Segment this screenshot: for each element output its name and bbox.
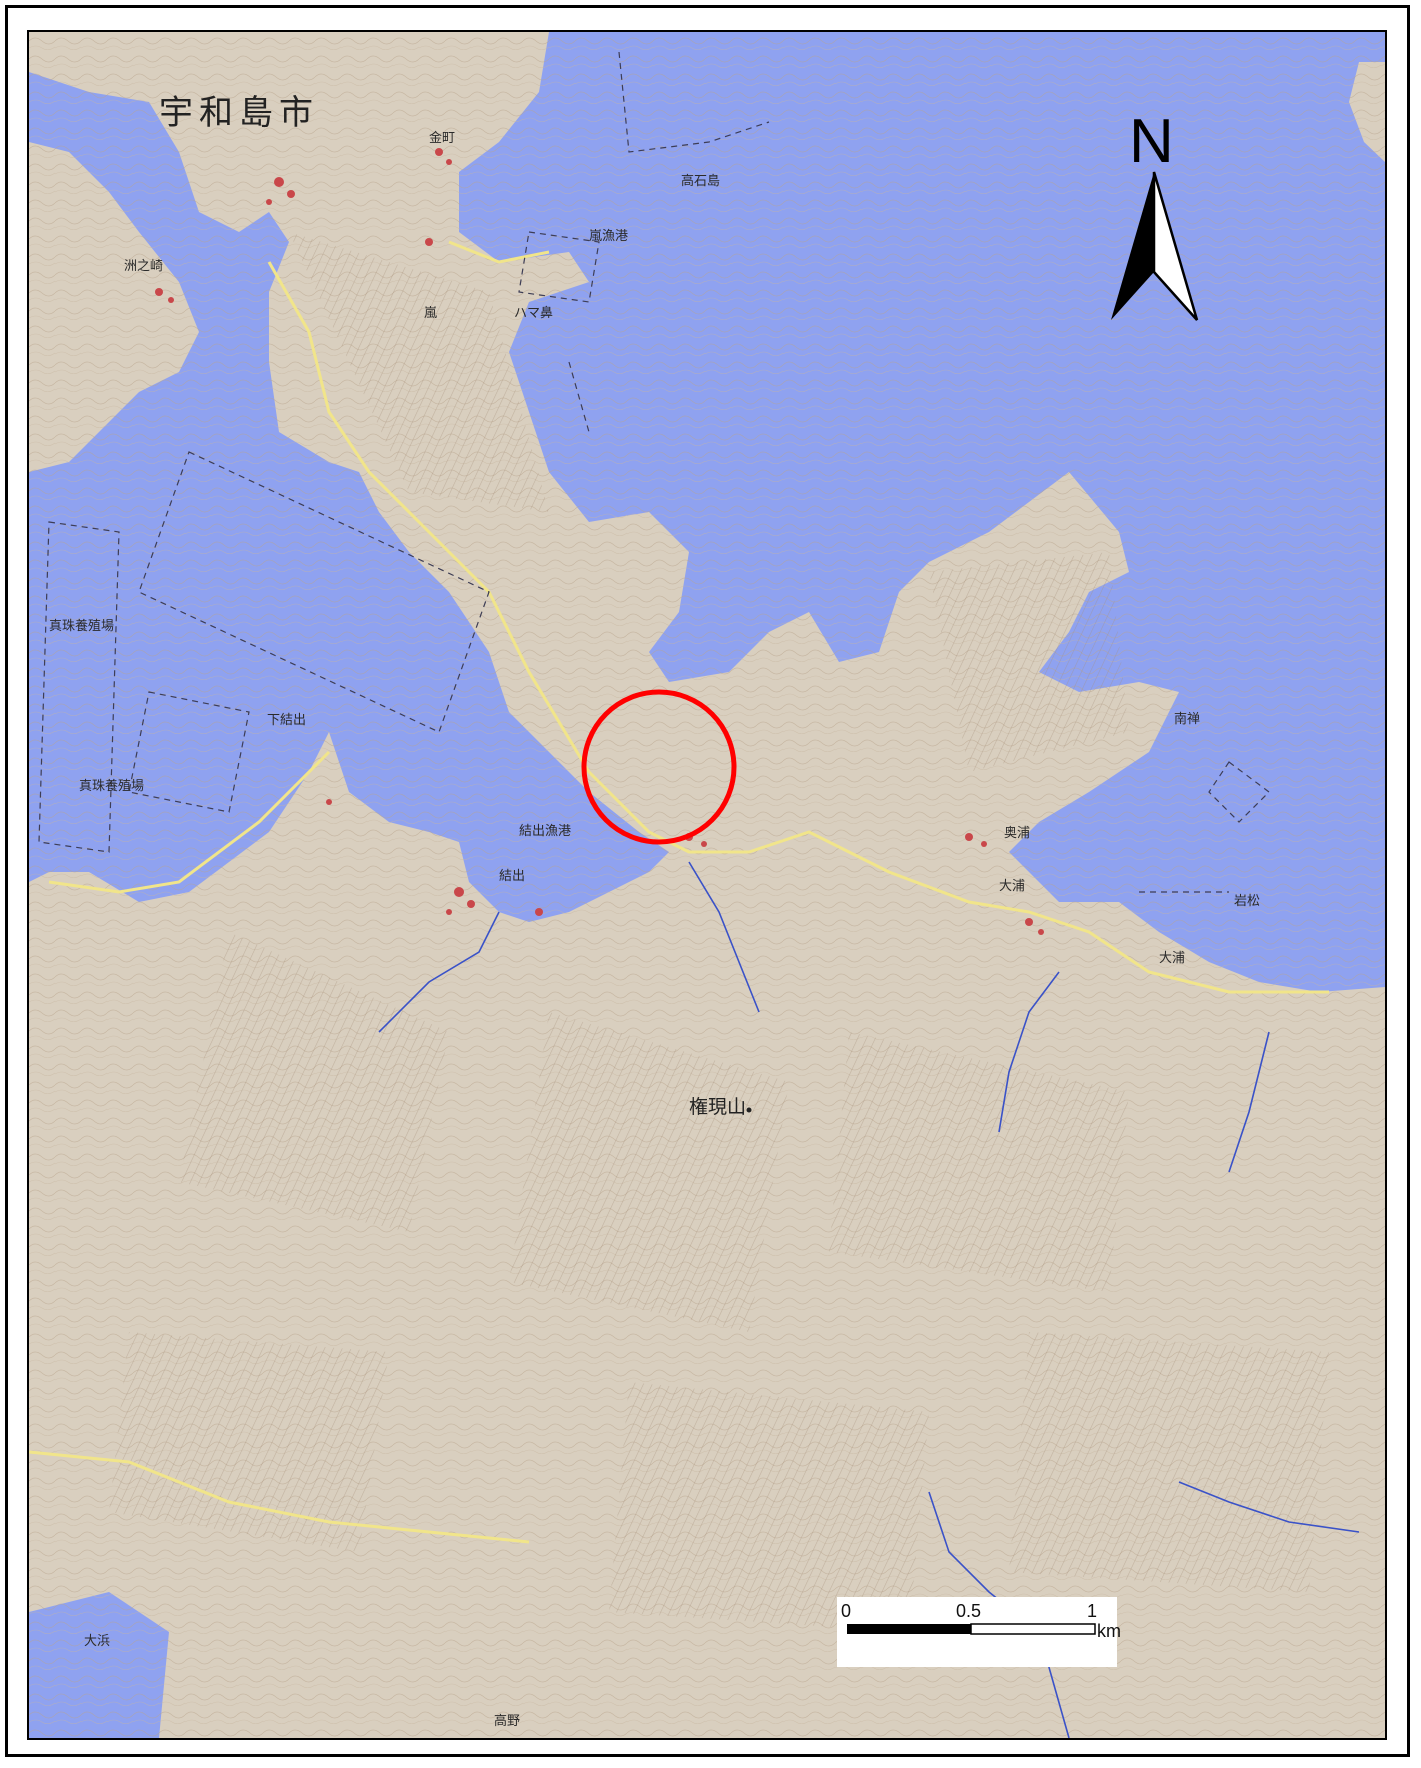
- peak-label: 権現山: [689, 1096, 746, 1118]
- place-label: 金町: [429, 130, 455, 146]
- settlements: [155, 148, 1044, 935]
- place-label: 洲之崎: [124, 259, 163, 274]
- scale-unit: km: [1097, 1621, 1121, 1641]
- rivers: [378, 861, 1360, 1738]
- place-label: 奥浦: [1004, 826, 1030, 841]
- place-label: 高野: [494, 1713, 520, 1729]
- place-label: 結出: [499, 869, 525, 884]
- scale-tick-end: 1: [1087, 1601, 1097, 1621]
- place-label: 嵐: [424, 306, 437, 321]
- roads: [29, 240, 1329, 1544]
- scale-bar-white: [970, 1623, 1096, 1635]
- aquaculture-boundaries: [38, 51, 1270, 893]
- place-label: 南禅: [1174, 711, 1200, 727]
- peak-marker: [746, 1107, 752, 1113]
- north-arrow-icon: [1111, 172, 1154, 320]
- place-label: 結出漁港: [519, 824, 571, 839]
- map-frame[interactable]: 宇和島市 金町 洲之崎 嵐 ハマ鼻 高石島 嵐漁港 真珠養殖場 下結出 真珠養殖…: [27, 30, 1387, 1740]
- highlight-circle[interactable]: [581, 689, 737, 845]
- north-arrow: N: [1111, 107, 1199, 321]
- terrain-shading: [109, 232, 1329, 1632]
- place-label: 真珠養殖場: [49, 618, 114, 634]
- place-label: 嵐漁港: [589, 229, 628, 244]
- place-label: 下結出: [267, 713, 306, 728]
- city-label: 宇和島市: [159, 93, 319, 133]
- north-arrow-right: [1152, 171, 1199, 321]
- scale-tick-0: 0: [841, 1601, 851, 1621]
- place-label: 大浜: [84, 1634, 110, 1649]
- place-label: 真珠養殖場: [79, 778, 144, 794]
- place-label: ハマ鼻: [514, 305, 553, 321]
- scale-bar: 0 0.5 1 km: [837, 1597, 1121, 1667]
- place-label: 岩松: [1234, 894, 1260, 909]
- place-label: 高石島: [681, 173, 720, 189]
- place-label: 大浦: [999, 879, 1025, 894]
- north-label: N: [1129, 107, 1174, 176]
- place-labels: 宇和島市 金町 洲之崎 嵐 ハマ鼻 高石島 嵐漁港 真珠養殖場 下結出 真珠養殖…: [49, 93, 1260, 1729]
- place-label: 大浦: [1159, 951, 1185, 966]
- topographic-map[interactable]: 宇和島市 金町 洲之崎 嵐 ハマ鼻 高石島 嵐漁港 真珠養殖場 下結出 真珠養殖…: [29, 32, 1385, 1738]
- map-outer-frame: [5, 5, 1410, 1757]
- scale-tick-mid: 0.5: [956, 1601, 981, 1621]
- scale-bar-black: [847, 1624, 971, 1634]
